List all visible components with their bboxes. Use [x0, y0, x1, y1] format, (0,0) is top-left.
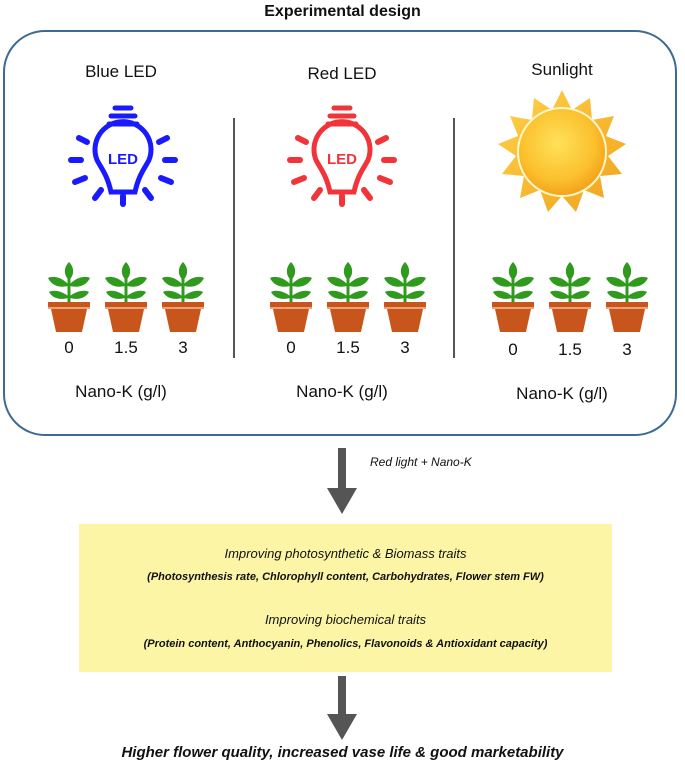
treatment-label: Blue LED: [85, 62, 157, 81]
bulb-text: LED: [108, 151, 138, 168]
down-arrow-icon: [327, 676, 357, 740]
dose-label: 0: [286, 338, 296, 357]
dose-label: 3: [400, 338, 410, 357]
blue-led-bulb-icon: LED: [68, 105, 178, 207]
treatment-label: Red LED: [307, 64, 377, 83]
plant-pot-icon: [268, 260, 314, 334]
treatment-blue-led: Blue LED LED 0: [11, 32, 231, 438]
bulb-text: LED: [327, 151, 357, 168]
down-arrow-icon: [327, 448, 357, 514]
pot-row: [452, 254, 672, 334]
unit-label: Nano-K (g/l): [516, 384, 608, 403]
plant-pot-icon: [382, 260, 428, 334]
pot-row: [11, 254, 231, 334]
dose-label: 0: [508, 340, 518, 359]
biochemical-heading: Improving biochemical traits: [264, 612, 427, 627]
diagram-title: Experimental design: [264, 3, 421, 20]
dose-label: 1.5: [114, 338, 138, 357]
plant-pot-icon: [604, 260, 650, 334]
treatment-sunlight: Sunlight 0 1.5 3 Nano-K: [452, 32, 672, 438]
biochemical-detail: (Protein content, Anthocyanin, Phenolics…: [143, 638, 548, 650]
conclusion-text: Higher flower quality, increased vase li…: [121, 744, 564, 761]
dose-label: 3: [178, 338, 188, 357]
dose-label: 1.5: [558, 340, 582, 359]
treatment-label: Sunlight: [531, 60, 593, 79]
plant-pot-icon: [160, 260, 206, 334]
plant-pot-icon: [46, 260, 92, 334]
dose-label: 3: [622, 340, 632, 359]
plant-pot-icon: [547, 260, 593, 334]
dose-label: 1.5: [336, 338, 360, 357]
red-led-bulb-icon: LED: [287, 105, 397, 207]
results-box: Improving photosynthetic & Biomass trait…: [79, 524, 612, 672]
unit-label: Nano-K (g/l): [75, 382, 167, 401]
sun-icon: [498, 90, 626, 212]
plant-pot-icon: [490, 260, 536, 334]
arrow-label: Red light + Nano-K: [370, 455, 472, 469]
treatment-red-led: Red LED LED 0: [232, 32, 452, 438]
plant-pot-icon: [103, 260, 149, 334]
plant-pot-icon: [325, 260, 371, 334]
treatments-panel: Blue LED LED 0: [3, 30, 677, 436]
unit-label: Nano-K (g/l): [296, 382, 388, 401]
photosynthetic-heading: Improving photosynthetic & Biomass trait…: [224, 546, 467, 561]
column-divider: [453, 118, 455, 358]
dose-label: 0: [64, 338, 74, 357]
pot-row: [232, 254, 452, 334]
photosynthetic-detail: (Photosynthesis rate, Chlorophyll conten…: [147, 571, 544, 583]
column-divider: [233, 118, 235, 358]
